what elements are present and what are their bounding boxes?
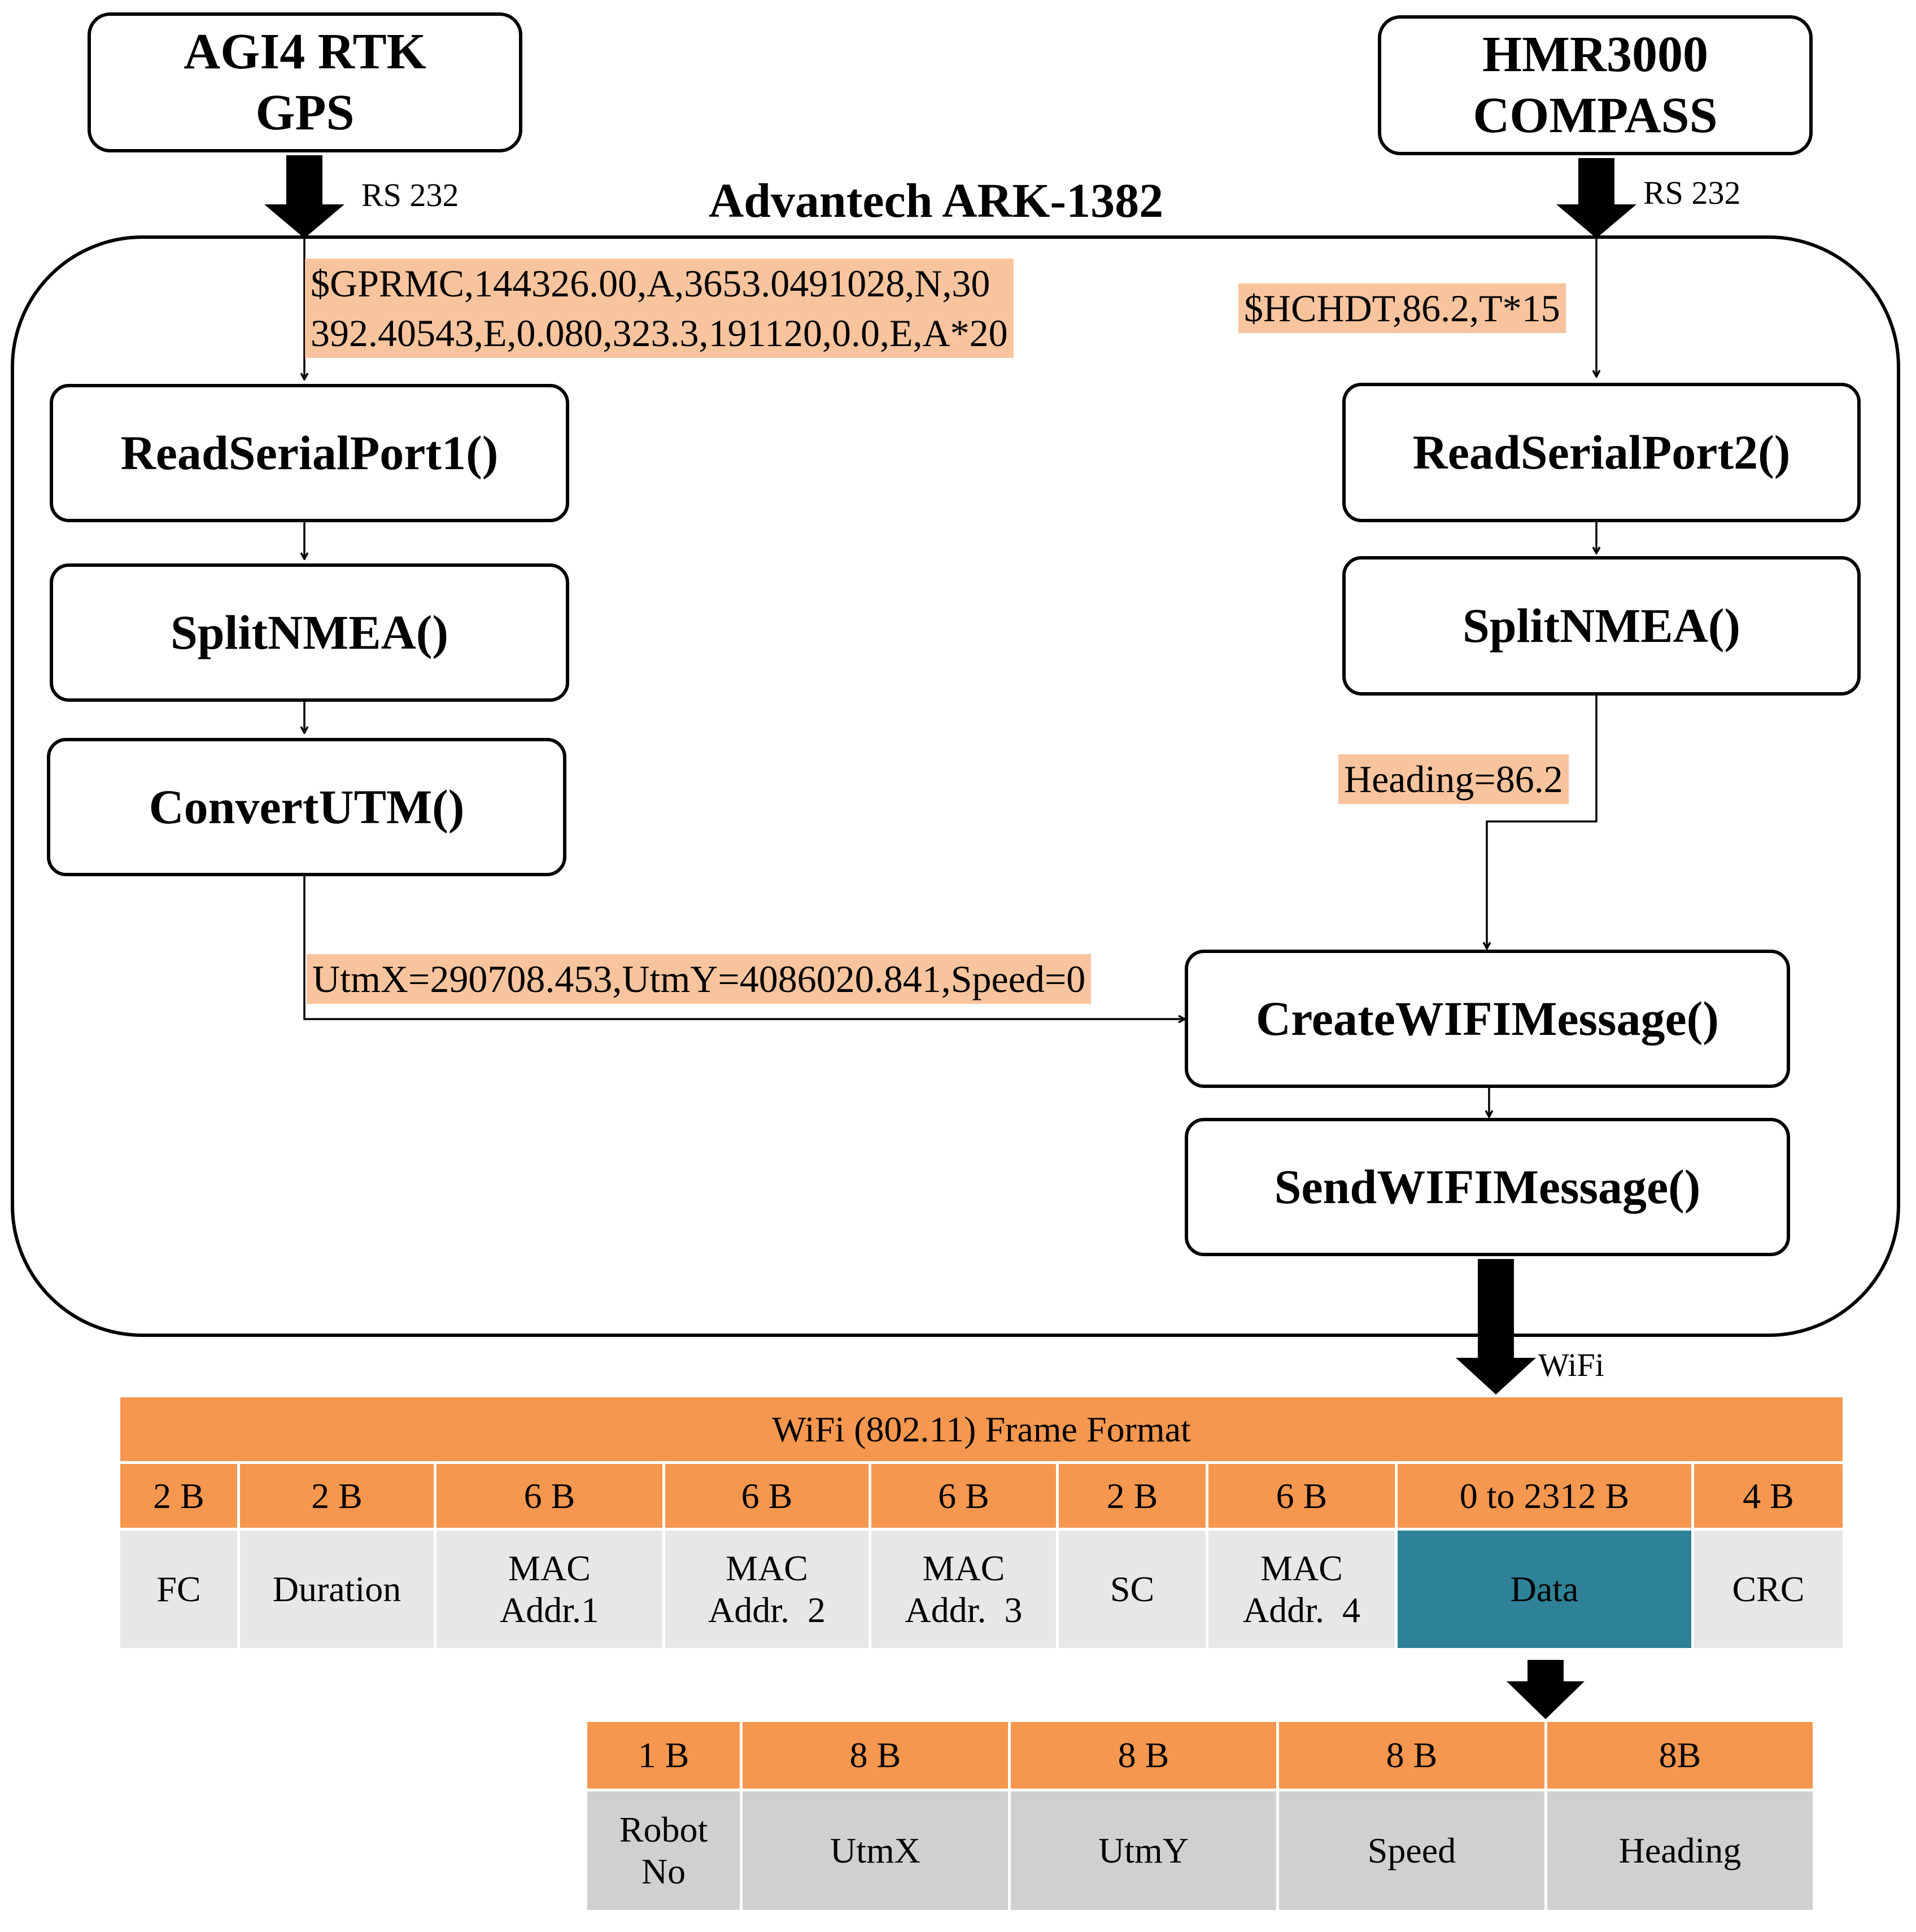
frame-size-mac2: 6 B — [665, 1464, 868, 1528]
compass-block-arrow — [1556, 158, 1636, 238]
frame-field-mac3-line2: Addr. 3 — [905, 1590, 1023, 1630]
payload-field-robot-line2: No — [641, 1851, 686, 1891]
frame-size-crc: 4 B — [1694, 1464, 1843, 1528]
utm-message: UtmX=290708.453,UtmY=4086020.841,Speed=0 — [307, 954, 1092, 1004]
split-nmea1-box: SplitNMEA() — [50, 563, 569, 702]
frame-title: WiFi (802.11) Frame Format — [120, 1397, 1843, 1461]
payload-field-heading-text: Heading — [1618, 1830, 1742, 1871]
gps-block-arrow — [264, 155, 344, 238]
frame-field-mac2-line2: Addr. 2 — [708, 1590, 826, 1630]
frame-size-fc: 2 B — [120, 1464, 237, 1528]
payload-size-heading: 8B — [1547, 1722, 1813, 1789]
frame-size-sc: 2 B — [1059, 1464, 1206, 1528]
split-nmea2-box: SplitNMEA() — [1342, 556, 1861, 696]
frame-size-duration: 2 B — [240, 1464, 434, 1528]
computer-boundary — [11, 235, 1900, 1337]
wifi-block-arrow — [1456, 1259, 1536, 1395]
payload-field-speed: Speed — [1279, 1791, 1544, 1910]
frame-size-mac4: 6 B — [1208, 1464, 1395, 1528]
convert-utm-box: ConvertUTM() — [47, 738, 566, 876]
payload-field-speed-text: Speed — [1367, 1830, 1456, 1871]
wifi-link-label: WiFi — [1538, 1347, 1604, 1383]
payload-field-robot-line1: Robot — [619, 1809, 708, 1850]
frame-field-mac4-line1: MAC — [1260, 1548, 1343, 1589]
frame-field-mac1-line2: Addr.1 — [500, 1590, 599, 1630]
gprmc-line1: $GPRMC,144326.00,A,3653.0491028,N,30 — [311, 262, 990, 305]
frame-size-data: 0 to 2312 B — [1398, 1464, 1691, 1528]
frame-size-mac3: 6 B — [871, 1464, 1056, 1528]
compass-device-name: HMR3000 — [1482, 27, 1708, 82]
compass-device-type: COMPASS — [1473, 88, 1718, 143]
gps-link-label: RS 232 — [361, 177, 459, 213]
gps-device-type: GPS — [255, 85, 355, 141]
frame-field-sc-text: SC — [1110, 1569, 1155, 1610]
payload-size-utmy: 8 B — [1011, 1722, 1276, 1789]
payload-size-robot: 1 B — [587, 1722, 740, 1789]
payload-field-utmy-text: UtmY — [1098, 1830, 1189, 1871]
gprmc-message: $GPRMC,144326.00,A,3653.0491028,N,30 392… — [305, 259, 1014, 358]
gps-device-name: AGI4 RTK — [184, 24, 426, 80]
frame-field-fc: FC — [120, 1531, 237, 1648]
frame-field-mac4-line2: Addr. 4 — [1243, 1590, 1360, 1630]
frame-field-mac1-line1: MAC — [508, 1548, 591, 1589]
wifi-frame-table: WiFi (802.11) Frame Format 2 B 2 B 6 B 6… — [117, 1395, 1845, 1651]
compass-link-label: RS 232 — [1643, 174, 1741, 211]
create-wifi-message-box: CreateWIFIMessage() — [1185, 950, 1790, 1088]
payload-size-speed: 8 B — [1279, 1722, 1544, 1789]
read-serial-port1-box: ReadSerialPort1() — [50, 384, 569, 522]
frame-field-mac3-line1: MAC — [922, 1548, 1005, 1589]
payload-size-utmx: 8 B — [743, 1722, 1008, 1789]
data-block-arrow — [1507, 1660, 1585, 1719]
compass-device-box: HMR3000 COMPASS — [1378, 15, 1813, 155]
heading-message: Heading=86.2 — [1338, 754, 1569, 804]
convert-to-create-arrow — [303, 876, 1185, 1019]
frame-field-sc: SC — [1059, 1531, 1206, 1648]
frame-field-mac2-line1: MAC — [726, 1548, 808, 1589]
frame-field-duration: Duration — [240, 1531, 434, 1648]
frame-field-fc-text: FC — [156, 1569, 201, 1610]
payload-field-utmx-text: UtmX — [830, 1830, 920, 1871]
payload-field-utmx: UtmX — [743, 1791, 1008, 1910]
frame-field-data-text: Data — [1510, 1569, 1579, 1610]
computer-title: Advantech ARK-1382 — [709, 173, 1164, 228]
split2-to-create-arrow — [1487, 696, 1598, 948]
send-wifi-message-box: SendWIFIMessage() — [1185, 1118, 1790, 1256]
hchdt-message: $HCHDT,86.2,T*15 — [1238, 283, 1566, 333]
read-serial-port2-box: ReadSerialPort2() — [1342, 383, 1861, 522]
frame-size-mac1: 6 B — [437, 1464, 662, 1528]
payload-field-utmy: UtmY — [1011, 1791, 1276, 1910]
gprmc-line2: 392.40543,E,0.080,323.3,191120,0.0,E,A*2… — [311, 312, 1008, 355]
gps-device-box: AGI4 RTK GPS — [88, 12, 522, 152]
frame-field-duration-text: Duration — [272, 1569, 401, 1610]
payload-field-heading: Heading — [1547, 1791, 1813, 1910]
frame-field-crc: CRC — [1694, 1531, 1843, 1648]
frame-field-data: Data — [1398, 1531, 1691, 1648]
frame-field-crc-text: CRC — [1732, 1569, 1805, 1610]
